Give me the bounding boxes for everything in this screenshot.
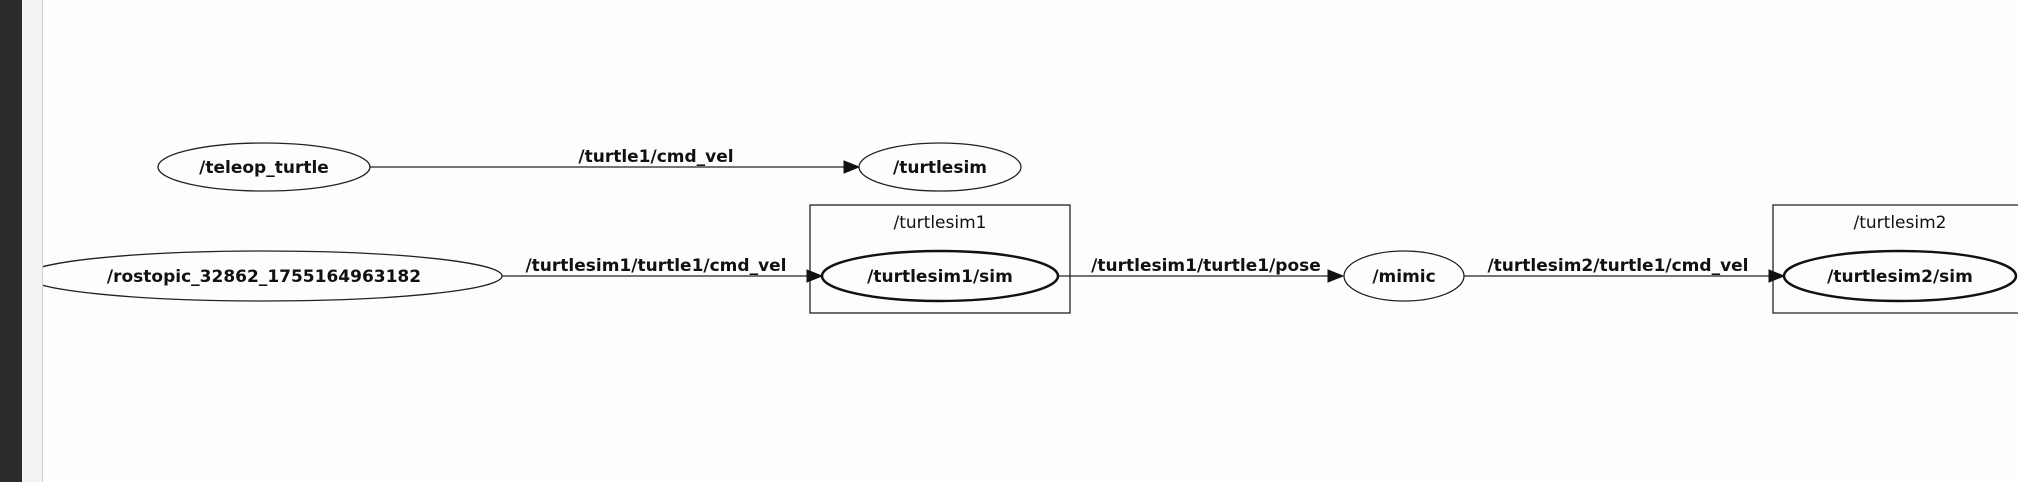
edge-label: /turtle1/cmd_vel: [578, 147, 733, 167]
node-label: /turtlesim2/sim: [1827, 267, 1973, 287]
edge-label: /turtlesim2/turtle1/cmd_vel: [1487, 256, 1748, 276]
node-turtlesim1-sim[interactable]: /turtlesim1/sim: [820, 249, 1060, 303]
node-label: /turtlesim: [893, 158, 987, 178]
node-turtlesim[interactable]: /turtlesim: [858, 142, 1022, 192]
edge-label: /turtlesim1/turtle1/pose: [1091, 256, 1321, 276]
node-teleop-turtle[interactable]: /teleop_turtle: [157, 142, 371, 192]
node-label: /mimic: [1372, 267, 1435, 287]
edge-rostopic-to-turtlesim1[interactable]: /turtlesim1/turtle1/cmd_vel: [502, 256, 824, 283]
cluster-turtlesim1: /turtlesim1: [809, 204, 1071, 314]
edge-turtlesim1-to-mimic[interactable]: /turtlesim1/turtle1/pose: [1058, 256, 1345, 283]
frame-cover: [22, 0, 43, 482]
edge-mimic-to-turtlesim2[interactable]: /turtlesim2/turtle1/cmd_vel: [1464, 256, 1786, 283]
edge-label: /turtlesim1/turtle1/cmd_vel: [525, 256, 786, 276]
node-rostopic[interactable]: /rostopic_32862_1755164963182: [25, 250, 503, 302]
cluster-label-turtlesim2: /turtlesim2: [1854, 213, 1947, 233]
cluster-turtlesim2: /turtlesim2: [1772, 204, 2018, 314]
cluster-label-turtlesim1: /turtlesim1: [894, 213, 987, 233]
node-label: /teleop_turtle: [199, 158, 329, 178]
node-label: /turtlesim1/sim: [867, 267, 1013, 287]
node-turtlesim2-sim[interactable]: /turtlesim2/sim: [1782, 249, 2018, 303]
graph-canvas[interactable]: [43, 0, 2018, 482]
edge-teleop-to-turtlesim[interactable]: /turtle1/cmd_vel: [370, 147, 861, 174]
left-edge-cover: [0, 0, 22, 482]
node-label: /rostopic_32862_1755164963182: [107, 267, 421, 287]
node-mimic[interactable]: /mimic: [1343, 250, 1465, 302]
